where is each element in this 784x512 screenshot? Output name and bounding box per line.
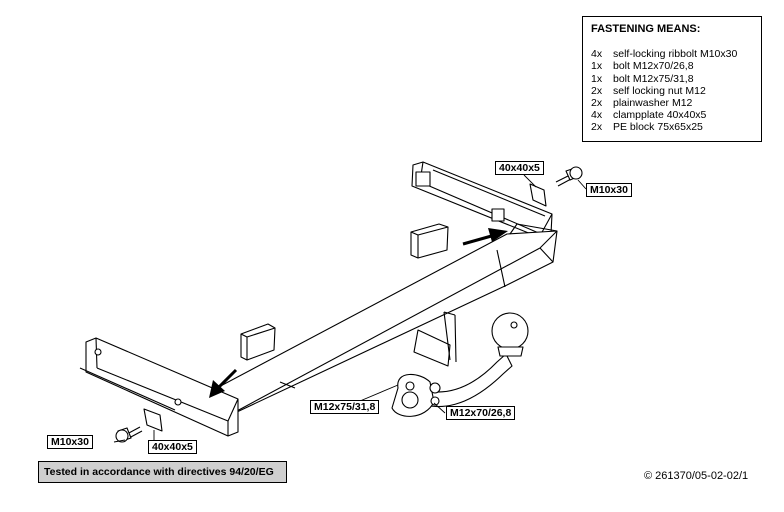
legend-item-qty: 4x — [591, 109, 603, 122]
legend-item-qty: 2x — [591, 84, 603, 97]
legend-item-qty: 2x — [591, 121, 603, 134]
leader-lines — [113, 174, 587, 443]
clampplate-upper — [529, 183, 547, 207]
legend-item: 2x PE block 75x65x25 — [591, 121, 761, 133]
label-bolt-left: M10x30 — [47, 435, 93, 449]
legend-item-desc: bolt M12x75/31,8 — [613, 72, 694, 85]
legend-item-desc: PE block 75x65x25 — [613, 121, 703, 134]
legend-item: 2x plainwasher M12 — [591, 97, 761, 109]
label-bolt-top: M10x30 — [586, 183, 632, 197]
clampplate-lower — [143, 408, 163, 432]
bolt-m10x30-lower — [115, 426, 143, 443]
legend-item: 4x clampplate 40x40x5 — [591, 109, 761, 121]
legend-item-desc: self locking nut M12 — [613, 84, 706, 97]
legend-item-desc: self-locking ribbolt M10x30 — [613, 48, 738, 61]
pe-block-lower — [240, 323, 276, 361]
pe-block-upper — [410, 223, 449, 259]
legend-list: 4x self-locking ribbolt M10x30 1x bolt M12x… — [591, 48, 761, 133]
left-mounting-bracket — [79, 337, 239, 437]
right-mounting-bracket — [411, 161, 553, 239]
legend-item-qty: 2x — [591, 97, 603, 110]
legend-item-qty: 4x — [591, 48, 603, 61]
legend-item-qty: 1x — [591, 60, 603, 73]
legend-item: 1x bolt M12x70/26,8 — [591, 60, 761, 72]
label-plate-top: 40x40x5 — [495, 161, 544, 175]
arrow-upper — [462, 228, 508, 246]
legend-item: 4x self-locking ribbolt M10x30 — [591, 48, 761, 60]
label-bolt-m12x75: M12x75/31,8 — [310, 400, 380, 414]
legend-item-desc: plainwasher M12 — [613, 97, 693, 110]
tow-ball-assembly — [391, 311, 529, 417]
legend-item-desc: clampplate 40x40x5 — [613, 109, 707, 122]
legend-item: 2x self locking nut M12 — [591, 85, 761, 97]
bolt-m10x30-upper — [555, 166, 583, 187]
legend-title: FASTENING MEANS: — [591, 23, 701, 35]
legend-item-qty: 1x — [591, 72, 603, 85]
label-plate-left: 40x40x5 — [148, 440, 197, 454]
label-bolt-m12x70: M12x70/26,8 — [446, 406, 516, 420]
arrow-lower — [209, 368, 238, 398]
fastening-means-legend: FASTENING MEANS: 4x self-locking ribbolt … — [582, 16, 762, 142]
legend-item: 1x bolt M12x75/31,8 — [591, 73, 761, 85]
document-number: © 261370/05-02-02/1 — [644, 470, 749, 482]
tested-directive-box: Tested in accordance with directives 94/… — [38, 461, 287, 483]
legend-item-desc: bolt M12x70/26,8 — [613, 60, 694, 73]
